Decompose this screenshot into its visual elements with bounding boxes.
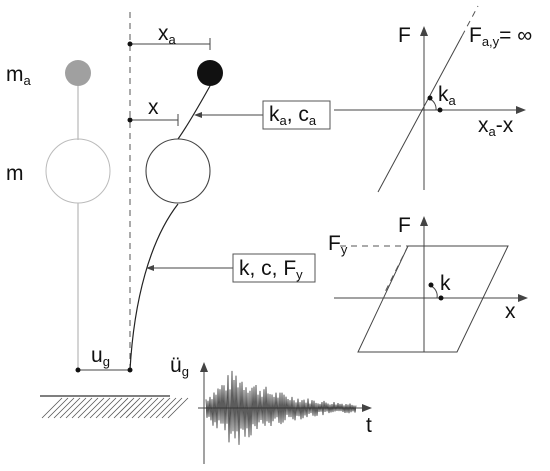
undeformed-main-mass xyxy=(45,138,111,204)
plot-bottom-x-label: x xyxy=(505,300,516,323)
y-axis-arrow-icon xyxy=(420,26,428,36)
deformed-structure xyxy=(129,60,223,371)
hatch-line xyxy=(149,397,171,419)
ground-hatching xyxy=(41,397,189,419)
hatch-line xyxy=(119,397,141,419)
callout-k-c-fy: k, c, Fy xyxy=(146,253,316,283)
damper-mass xyxy=(197,60,223,86)
undeformed-structure xyxy=(45,60,111,370)
hatch-line xyxy=(155,397,177,419)
undeformed-damper-mass xyxy=(65,60,91,86)
dimension-ug: ug xyxy=(75,344,133,373)
plot-top-fay: Fa,y= ∞ xyxy=(469,24,532,49)
hatch-line xyxy=(47,397,69,419)
main-mass xyxy=(145,138,211,204)
hatch-line xyxy=(161,397,183,419)
hatch-line xyxy=(83,397,105,419)
acceleration-trace xyxy=(205,370,357,445)
plot-bottom-fy: Fy xyxy=(328,232,348,257)
hatch-line xyxy=(89,397,111,419)
hatch-line xyxy=(107,397,129,419)
label-k-c-fy: k, c, Fy xyxy=(239,257,303,282)
dimension-x: x xyxy=(127,96,179,126)
ground-acceleration-plot: üg t xyxy=(170,354,372,464)
label-xa: xa xyxy=(158,22,177,47)
hatch-line xyxy=(41,397,63,419)
plot-bottom-y-label: F xyxy=(398,214,411,237)
hatch-line xyxy=(101,397,123,419)
plot-bottom-slope: k xyxy=(440,272,451,295)
x-axis-arrow-icon xyxy=(518,294,528,302)
plot-top-x-label: xa-x xyxy=(478,114,514,139)
plot-top-slope: ka xyxy=(438,83,457,108)
hatch-line xyxy=(71,397,93,419)
label-x: x xyxy=(148,96,159,119)
hatch-line xyxy=(65,397,87,419)
y-axis-arrow-icon xyxy=(420,216,428,226)
dimension-xa: xa xyxy=(127,22,211,50)
label-m: m xyxy=(6,162,24,185)
label-t: t xyxy=(366,414,372,437)
hatch-line xyxy=(167,397,189,419)
plot-hysteresis: F k x Fy xyxy=(328,214,528,353)
hatch-line xyxy=(95,397,117,419)
label-ka-ca: ka, ca xyxy=(269,103,317,128)
hatch-line xyxy=(113,397,135,419)
ground xyxy=(40,395,189,419)
y-axis-arrow-icon xyxy=(200,362,208,372)
hatch-line xyxy=(53,397,75,419)
x-axis-arrow-icon xyxy=(516,106,526,114)
callout-ka-ca: ka, ca xyxy=(194,100,331,130)
hatch-line xyxy=(137,397,159,419)
plot-damper-force: F ka xa-x Fa,y= ∞ xyxy=(334,5,532,193)
label-ug: ug xyxy=(91,344,110,369)
hatch-line xyxy=(59,397,81,419)
label-ug-ddot: üg xyxy=(170,354,189,379)
hatch-line xyxy=(125,397,147,419)
x-axis-arrow-icon xyxy=(362,404,372,412)
hatch-line xyxy=(131,397,153,419)
label-ma: ma xyxy=(6,63,32,88)
hatch-line xyxy=(77,397,99,419)
plot-top-y-label: F xyxy=(398,24,411,47)
hatch-line xyxy=(143,397,165,419)
